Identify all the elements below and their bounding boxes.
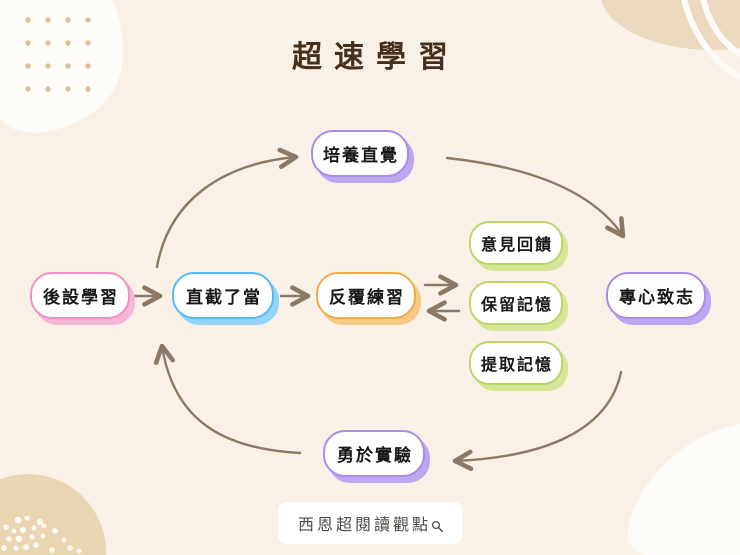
node-cultivate-intuition: 培養直覺 <box>311 130 409 177</box>
arrow-focus-to-experimentation <box>452 370 623 471</box>
node-label: 後設學習 <box>43 288 119 307</box>
node-retention: 保留記憶 <box>469 281 563 325</box>
node-metalearning: 後設學習 <box>30 272 130 319</box>
blob-bottom-right <box>627 424 740 555</box>
arrow-experimentation-to-directness <box>153 343 302 455</box>
node-drill: 反覆練習 <box>316 272 416 319</box>
node-label: 直截了當 <box>186 288 262 307</box>
blob-top-right <box>601 0 740 81</box>
node-label: 勇於實驗 <box>337 446 413 465</box>
page-title: 超速學習 <box>292 41 460 74</box>
node-label: 培養直覺 <box>323 146 399 165</box>
watermark-badge: 西恩超閱讀觀點 <box>277 502 463 544</box>
node-feedback: 意見回饋 <box>469 221 563 265</box>
node-label: 意見回饋 <box>480 237 553 254</box>
blob-bottom-left <box>0 474 106 555</box>
node-label: 保留記憶 <box>480 297 553 314</box>
arrow-intuition-to-focus <box>445 156 626 239</box>
dot-grid-top-left <box>25 17 91 92</box>
node-label: 提取記憶 <box>480 357 553 374</box>
node-directness: 直截了當 <box>172 272 274 319</box>
magnifier-icon <box>431 520 444 532</box>
node-retrieval: 提取記憶 <box>469 341 563 385</box>
node-focus: 專心致志 <box>606 272 706 319</box>
node-label: 反覆練習 <box>329 288 405 307</box>
node-experimentation: 勇於實驗 <box>323 430 425 477</box>
blob-top-left <box>0 0 124 133</box>
watermark-text: 西恩超閱讀觀點 <box>297 517 432 534</box>
node-label: 專心致志 <box>619 288 695 307</box>
arrow-metalearning-to-intuition <box>155 147 299 269</box>
